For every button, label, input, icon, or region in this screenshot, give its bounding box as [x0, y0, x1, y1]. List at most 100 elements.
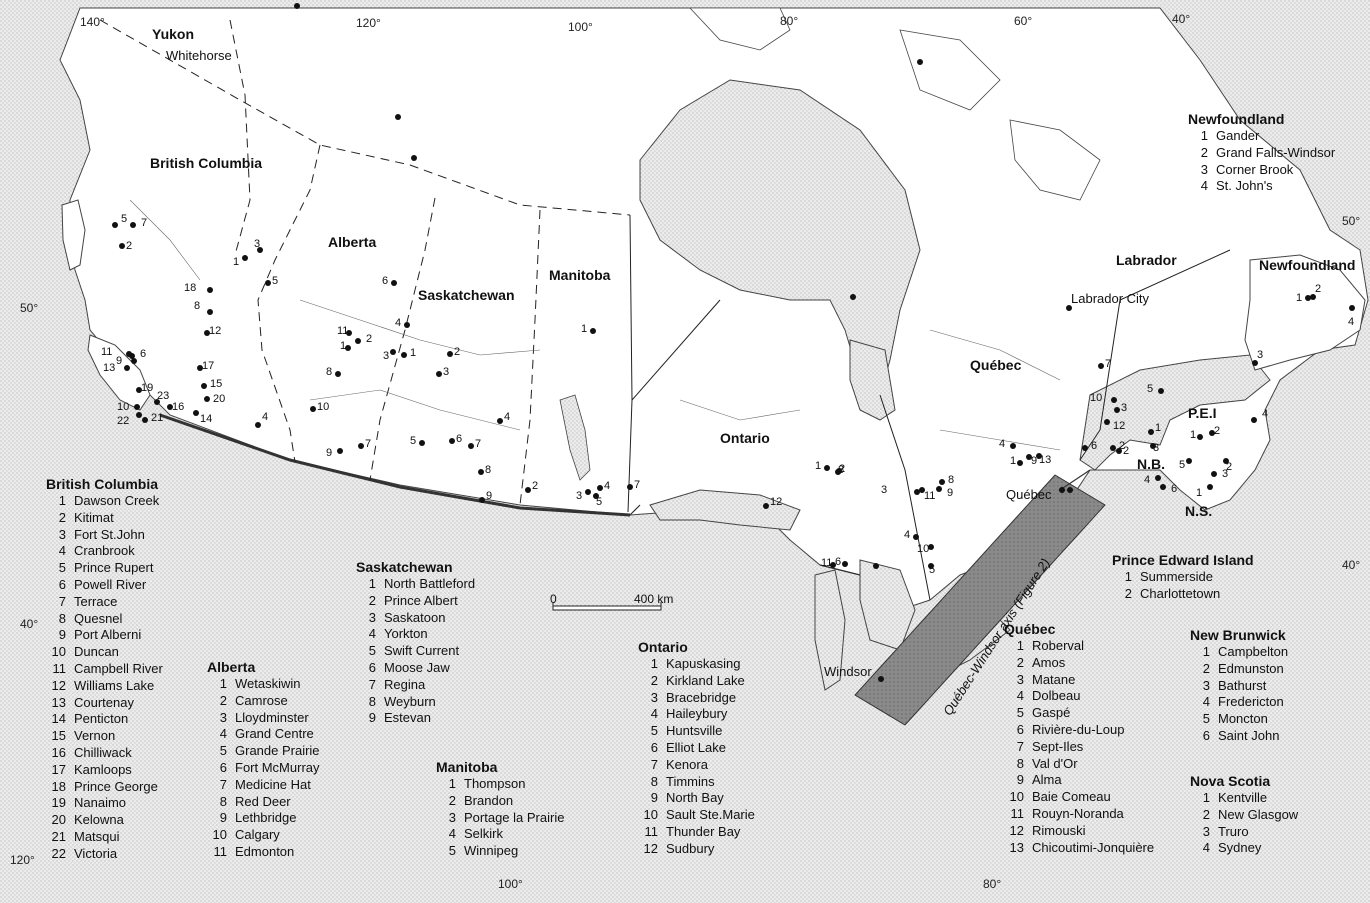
legend-item-number: 2: [58, 509, 66, 525]
quebec-windsor-axis-band: [854, 474, 1106, 726]
coord-60-top: 60°: [1014, 14, 1033, 28]
city-dot: [136, 412, 142, 418]
coord-120-bottom: 120°: [10, 853, 35, 867]
city-number: 10: [1090, 392, 1103, 404]
legend-item-name: Fredericton: [1218, 694, 1284, 710]
city-dot: [497, 418, 503, 424]
city-number: 2: [1123, 445, 1130, 457]
legend-item-name: Grande Prairie: [235, 743, 320, 759]
city-dot: [1148, 429, 1154, 435]
city-number: 4: [395, 317, 402, 329]
city-dot: [134, 404, 140, 410]
legend-item-number: 7: [58, 593, 66, 609]
legend-item-number: 2: [650, 672, 658, 688]
city-number: 3: [254, 238, 261, 250]
city-number: 9: [326, 447, 333, 459]
city-number: 1: [233, 256, 240, 268]
legend-item-number: 1: [58, 493, 66, 508]
city-dot: [585, 489, 591, 495]
city-number: 19: [141, 382, 154, 394]
legend-item-number: 10: [51, 644, 66, 660]
legend-item-number: 14: [51, 711, 66, 727]
legend-item-name: Thompson: [464, 776, 526, 791]
legend-item-name: Swift Current: [384, 643, 460, 659]
city-number: 4: [504, 411, 511, 423]
legend-item-name: Prince George: [74, 778, 158, 794]
legend-item-number: 9: [219, 810, 227, 826]
coord-50-right: 50°: [1342, 214, 1361, 228]
legend-item-name: Fort St.John: [74, 526, 145, 542]
legend-item-number: 3: [448, 809, 456, 825]
legend-item-name: Duncan: [74, 644, 119, 660]
city-number: 3: [443, 366, 450, 378]
legend-item-number: 5: [448, 843, 456, 859]
legend-item-number: 2: [368, 592, 376, 608]
city-dot: [207, 287, 213, 293]
city-dot: [590, 328, 596, 334]
city-number: 11: [821, 557, 833, 569]
label-whitehorse: Whitehorse: [166, 48, 232, 63]
city-dot: [850, 294, 856, 300]
city-number: 16: [172, 401, 185, 413]
city-dot: [193, 410, 199, 416]
city-dot: [390, 349, 396, 355]
city-number: 3: [576, 490, 583, 502]
city-number: 12: [1113, 420, 1126, 432]
city-dot: [936, 486, 942, 492]
city-number: 8: [194, 300, 201, 312]
city-number: 13: [103, 362, 116, 374]
city-dot: [136, 387, 142, 393]
label-labrador: Labrador: [1116, 252, 1177, 268]
legend-item-name: Yorkton: [384, 626, 428, 642]
legend-item-number: 18: [51, 778, 66, 794]
legend-item-name: Penticton: [74, 711, 129, 727]
city-dot: [914, 489, 920, 495]
legend-item-number: 22: [51, 845, 66, 861]
city-number: 1: [340, 340, 347, 352]
city-number: 6: [1091, 440, 1098, 452]
city-dot: [1098, 363, 1104, 369]
city-number: 14: [200, 413, 213, 425]
legend-title: Manitoba: [436, 759, 498, 775]
city-dot: [411, 155, 417, 161]
city-dot: [1036, 453, 1042, 459]
legend-item-name: Portage la Prairie: [464, 809, 565, 825]
label-newfoundland-map: Newfoundland: [1259, 257, 1356, 273]
city-number: 8: [838, 464, 845, 476]
james-bay: [849, 339, 896, 421]
legend-item-name: Alma: [1032, 772, 1062, 788]
city-dot: [395, 114, 401, 120]
city-dot: [1059, 487, 1065, 493]
city-dot: [204, 330, 210, 336]
legend-item-name: North Battleford: [384, 576, 476, 591]
legend-item-number: 4: [1016, 688, 1024, 704]
city-number: 12: [770, 496, 783, 508]
legend-item-name: Medicine Hat: [235, 776, 311, 792]
legend-title: Ontario: [638, 639, 688, 655]
legend-item-name: Camrose: [235, 692, 288, 708]
scale-bar: [552, 602, 662, 611]
legend-item-number: 6: [368, 659, 376, 675]
city-number: 13: [1039, 454, 1052, 466]
lake-michigan: [814, 569, 846, 691]
gulf-st-lawrence: [1079, 354, 1271, 471]
legend-item-name: Kelowna: [74, 812, 124, 828]
city-dot: [1160, 484, 1166, 490]
